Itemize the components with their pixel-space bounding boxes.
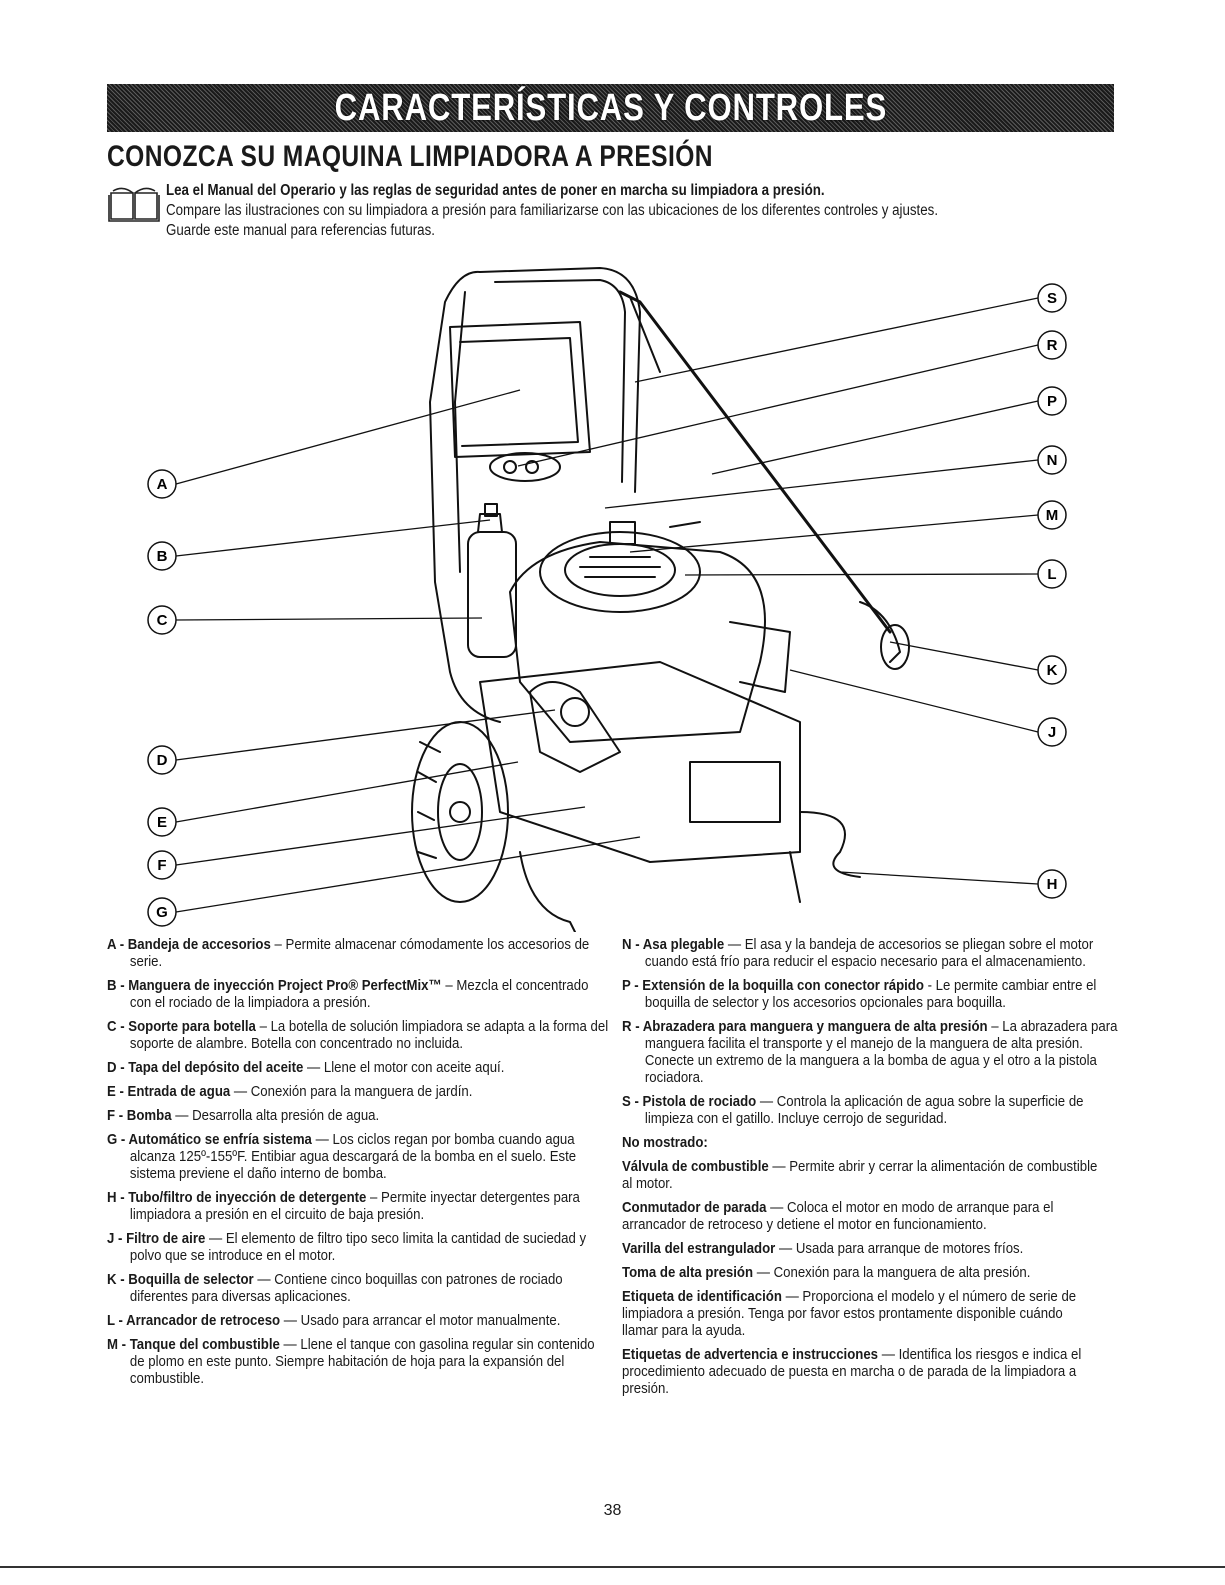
svg-text:S: S (1047, 290, 1057, 307)
legend-entry-f: F - Bomba — Desarrolla alta presión de a… (107, 1107, 380, 1124)
callout-c: C (147, 605, 177, 635)
bottom-rule (0, 1566, 1225, 1568)
callout-b: B (147, 541, 177, 571)
intro-text: Lea el Manual del Operario y las reglas … (166, 181, 1126, 241)
not-shown-stop-switch: Conmutador de parada — Coloca el motor e… (622, 1199, 1054, 1233)
selector-nozzle (880, 624, 910, 670)
callout-s: S (1037, 283, 1067, 313)
callout-a: A (147, 469, 177, 499)
intro-keep: Guarde este manual para referencias futu… (166, 222, 435, 239)
callout-g: G (147, 897, 177, 927)
detergent-hose (799, 811, 861, 878)
legend-entry-n: N - Asa plegable — El asa y la bandeja d… (622, 936, 1094, 970)
leader-n (604, 459, 1039, 509)
legend-entry-l: L - Arrancador de retroceso — Usado para… (107, 1312, 561, 1329)
legend-entry-c: C - Soporte para botella – La botella de… (107, 1018, 609, 1052)
manual-book-icon (108, 187, 160, 222)
svg-text:P: P (1047, 393, 1057, 410)
leader-h (839, 871, 1039, 885)
callout-m: M (1037, 500, 1067, 530)
legend-right-column: N - Asa plegable — El asa y la bandeja d… (622, 936, 1117, 1404)
legend-entry-a: A - Bandeja de accesorios – Permite alma… (107, 936, 590, 970)
callout-k: K (1037, 655, 1067, 685)
legend-entry-p: P - Extensión de la boquilla con conecto… (622, 977, 1097, 1011)
legend-entry-e: E - Entrada de agua — Conexión para la m… (107, 1083, 473, 1100)
svg-text:A: A (157, 476, 168, 493)
leader-e (175, 761, 519, 823)
svg-text:C: C (157, 612, 168, 629)
air-filter-housing (729, 621, 791, 693)
legend-entry-m: M - Tanque del combustible — Llene el ta… (107, 1336, 595, 1387)
leader-l (684, 573, 1039, 576)
not-shown-fuel-valve: Válvula de combustible — Permite abrir y… (622, 1158, 1098, 1192)
page-number: 38 (603, 1502, 622, 1519)
svg-text:G: G (156, 904, 168, 921)
callout-l: L (1037, 559, 1067, 589)
svg-text:M: M (1046, 507, 1059, 524)
detergent-bottle (467, 531, 517, 658)
svg-text:K: K (1047, 662, 1058, 679)
leader-f (175, 806, 586, 866)
leader-b (175, 519, 491, 557)
base-frame (479, 661, 801, 863)
intro-warning: Lea el Manual del Operario y las reglas … (166, 182, 825, 199)
legend-entry-g: G - Automático se enfría sistema — Los c… (107, 1131, 577, 1182)
legend-entry-j: J - Filtro de aire — El elemento de filt… (107, 1230, 587, 1264)
leader-a (175, 389, 521, 485)
section-banner: CARACTERÍSTICAS Y CONTROLES (107, 84, 1114, 132)
not-shown-high-pressure-outlet: Toma de alta presión — Conexión para la … (622, 1264, 1031, 1281)
not-shown-warning-labels: Etiquetas de advertencia e instrucciones… (622, 1346, 1082, 1397)
svg-text:E: E (157, 814, 167, 831)
svg-text:F: F (157, 857, 166, 874)
pump-body (529, 681, 621, 773)
not-shown-id-label: Etiqueta de identificación — Proporciona… (622, 1288, 1077, 1339)
engine-body (509, 541, 766, 743)
not-shown-heading: No mostrado: (622, 1134, 708, 1151)
intro-compare: Compare las ilustraciones con su limpiad… (166, 202, 939, 219)
callout-d: D (147, 745, 177, 775)
banner-title: CARACTERÍSTICAS Y CONTROLES (334, 86, 887, 129)
spray-wand (618, 290, 892, 634)
legend-entry-h: H - Tubo/filtro de inyección de detergen… (107, 1189, 580, 1223)
legend-entry-d: D - Tapa del depósito del aceite — Llene… (107, 1059, 505, 1076)
callout-f: F (147, 850, 177, 880)
svg-text:L: L (1047, 566, 1056, 583)
leader-j (789, 669, 1039, 733)
leader-s (634, 297, 1039, 383)
legend-left-column: A - Bandeja de accesorios – Permite alma… (107, 936, 608, 1394)
callout-h: H (1037, 869, 1067, 899)
recoil-starter (539, 531, 701, 613)
leader-r (517, 344, 1039, 467)
not-shown-choke-rod: Varilla del estrangulador — Usada para a… (622, 1240, 1024, 1257)
wheel-left (411, 721, 509, 903)
page-title: CONOZCA SU MAQUINA LIMPIADORA A PRESIÓN (107, 140, 713, 173)
svg-text:J: J (1048, 724, 1056, 741)
svg-text:R: R (1047, 337, 1058, 354)
legend-entry-k: K - Boquilla de selector — Contiene cinc… (107, 1271, 563, 1305)
leader-m (629, 514, 1039, 553)
legend-entry-b: B - Manguera de inyección Project Pro® P… (107, 977, 589, 1011)
callout-p: P (1037, 386, 1067, 416)
leader-k (889, 641, 1039, 671)
leader-p (711, 400, 1039, 475)
legend-entry-r: R - Abrazadera para manguera y manguera … (622, 1018, 1118, 1086)
legend-entry-s: S - Pistola de rociado — Controla la apl… (622, 1093, 1084, 1127)
svg-text:N: N (1047, 452, 1058, 469)
leader-g (175, 836, 641, 913)
callout-n: N (1037, 445, 1067, 475)
svg-text:H: H (1047, 876, 1058, 893)
accessory-tray (449, 321, 591, 458)
callout-r: R (1037, 330, 1067, 360)
pressure-washer-diagram: A B C D E F G S R P N M L K J H (147, 267, 1067, 932)
leader-c (175, 617, 483, 621)
leader-d (175, 709, 556, 761)
frame-handle (429, 270, 501, 723)
callout-e: E (147, 807, 177, 837)
svg-text:D: D (157, 752, 168, 769)
svg-text:B: B (157, 548, 168, 565)
callout-j: J (1037, 717, 1067, 747)
